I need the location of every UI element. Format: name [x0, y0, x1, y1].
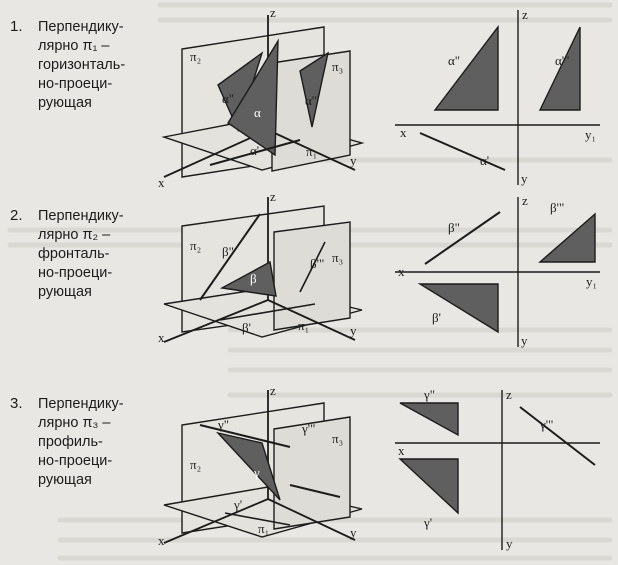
frontal-trace-label: γ"	[217, 417, 229, 432]
item-description: Перпендику- лярно π₃ – профиль- но-проец…	[38, 395, 150, 490]
horizontal-trace-label: α'	[480, 153, 489, 168]
axis-label-y: y	[350, 525, 357, 540]
profile-trace-label: γ'"	[539, 417, 553, 432]
plane-symbol: α	[254, 105, 261, 120]
axis-label-y: y	[521, 333, 528, 348]
plane-label-p3: π₃	[332, 59, 343, 74]
axis-label-y: y	[521, 171, 528, 186]
axis-label-y1: y₁	[586, 274, 597, 289]
text-line: Перпендику-	[38, 19, 124, 35]
plane-label-p1: π₁	[306, 144, 317, 159]
text-line: профиль-	[38, 434, 103, 450]
axis-label-z: z	[270, 385, 276, 398]
plane-label-p2: π₂	[190, 457, 201, 472]
text-line: Перпендику-	[38, 396, 124, 412]
text-line: но-проеци-	[38, 76, 113, 92]
horizontal-trace-label: β'	[432, 310, 441, 325]
text-line: но-проеци-	[38, 453, 113, 469]
text-line: лярно π₂ –	[38, 227, 111, 243]
text-line: фронталь-	[38, 246, 110, 262]
isometric-figure-3: z x y π₂ π₃ π₁ γ γ" γ'" γ'	[158, 385, 363, 548]
axis-label-z: z	[270, 5, 276, 20]
horizontal-trace-label: α'	[250, 143, 259, 158]
horizontal-trace-label: γ'	[233, 497, 242, 512]
axis-label-x: x	[400, 125, 407, 140]
item-number: 1.	[10, 18, 23, 35]
item-description: Перпендику- лярно π₂ – фронталь- но-прое…	[38, 207, 150, 302]
isometric-figure-2: z x y π₂ π₃ π₁ β β" β'" β'	[158, 192, 363, 345]
text-line: рующая	[38, 472, 92, 488]
isometric-figure-1: z x y π₂ π₃ π₁ α α" α'" α'	[158, 5, 365, 190]
axis-label-y: y	[350, 323, 357, 338]
axis-label-z: z	[506, 387, 512, 402]
item-number: 3.	[10, 395, 23, 412]
plane-symbol: γ	[253, 465, 260, 480]
plane-label-p2: π₂	[190, 49, 201, 64]
text-line: горизонталь-	[38, 57, 126, 73]
plane-label-p1: π₁	[298, 318, 309, 333]
horizontal-trace-label: β'	[242, 320, 251, 335]
plane-symbol: β	[250, 271, 257, 286]
item-number: 2.	[10, 207, 23, 224]
axis-label-x: x	[158, 175, 165, 190]
axis-label-x: x	[398, 443, 405, 458]
horizontal-trace-label: γ'	[423, 515, 432, 530]
axis-label-y1: y₁	[585, 127, 596, 142]
frontal-trace-label: β"	[448, 220, 460, 235]
axis-label-z: z	[522, 193, 528, 208]
profile-trace-label: α'"	[555, 53, 569, 68]
axis-label-y: y	[506, 536, 513, 551]
text-line: но-проеци-	[38, 265, 113, 281]
profile-trace-label: α'"	[305, 93, 319, 108]
axis-label-x: x	[398, 264, 405, 279]
profile-trace-label: γ'"	[301, 421, 315, 436]
epure-figure-3: z x y γ" γ'" γ'	[395, 387, 600, 551]
plane-label-p3: π₃	[332, 431, 343, 446]
plane-label-p3: π₃	[332, 250, 343, 265]
frontal-trace-label: α"	[448, 53, 460, 68]
text-line: рующая	[38, 95, 92, 111]
frontal-trace-label: β"	[222, 244, 234, 259]
axis-label-x: x	[158, 533, 165, 548]
profile-trace-label: β'"	[310, 256, 324, 271]
text-line: рующая	[38, 284, 92, 300]
plane-label-p1: π₁	[258, 521, 269, 536]
axis-label-z: z	[270, 192, 276, 204]
frontal-trace-label: γ"	[423, 387, 435, 402]
epure-figure-2: z x y₁ y β" β'" β'	[395, 193, 600, 348]
epure-figure-1: z x y₁ y α" α'" α'	[395, 7, 600, 186]
axis-label-x: x	[158, 330, 165, 345]
plane-label-p2: π₂	[190, 238, 201, 253]
item-description: Перпендику- лярно π₁ – горизонталь- но-п…	[38, 18, 150, 113]
text-line: лярно π₃ –	[38, 415, 111, 431]
text-line: лярно π₁ –	[38, 38, 110, 54]
frontal-trace-label: α"	[222, 91, 234, 106]
axis-label-y: y	[350, 153, 357, 168]
text-line: Перпендику-	[38, 208, 124, 224]
profile-trace-label: β'"	[550, 200, 564, 215]
axis-label-z: z	[522, 7, 528, 22]
